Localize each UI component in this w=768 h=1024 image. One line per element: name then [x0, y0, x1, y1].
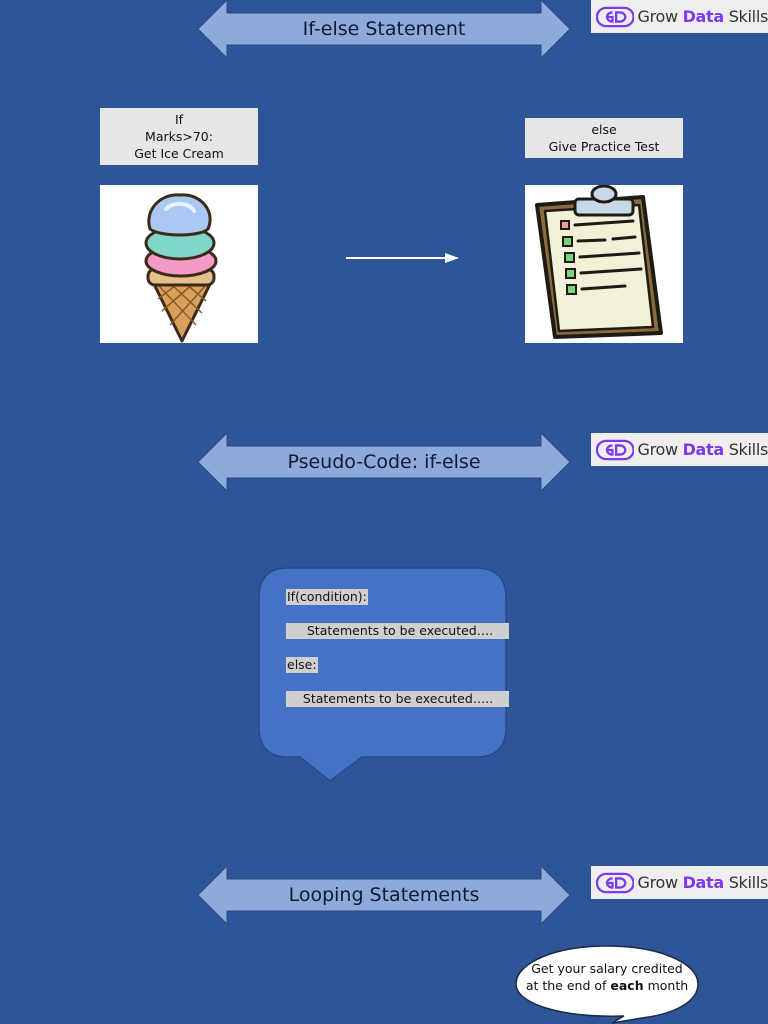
ice-cream-image: [100, 185, 258, 343]
banner-pseudo-code: Pseudo-Code: if-else: [198, 433, 570, 491]
else-line-1: else: [591, 122, 617, 137]
speech-bubble-shape: [258, 567, 507, 782]
gds-logo-icon: [596, 439, 635, 460]
double-arrow-shape: [198, 433, 570, 491]
if-line-3: Get Ice Cream: [134, 146, 224, 161]
section-title: If-else Statement: [302, 18, 466, 40]
code-line-else: else:: [286, 657, 318, 673]
salary-speech-bubble: Get your salary credited at the end of e…: [512, 944, 702, 1024]
code-line-statement-1: Statements to be executed….: [286, 623, 509, 639]
banner-looping: Looping Statements: [198, 866, 570, 924]
if-line-2: Marks>70:: [145, 129, 213, 144]
grow-data-skills-logo: Grow Data Skills: [591, 0, 768, 33]
if-line-1: If: [174, 112, 184, 127]
else-line-2: Give Practice Test: [548, 139, 660, 154]
pseudo-code-bubble: If(condition): Statements to be executed…: [258, 567, 509, 783]
code-line-if: If(condition):: [286, 589, 368, 605]
speech-bold-word: each: [610, 978, 644, 993]
double-arrow-shape: [198, 0, 570, 58]
logo-prefix: Grow: [637, 7, 678, 26]
logo-prefix: Grow: [637, 873, 678, 892]
speech-line-2a: at the end of: [525, 978, 611, 993]
logo-prefix: Grow: [637, 440, 678, 459]
else-condition-box: else Give Practice Test: [525, 118, 683, 158]
logo-accent: Data: [682, 7, 725, 26]
logo-suffix: Skills: [728, 873, 768, 892]
speech-line-2b: month: [643, 978, 689, 993]
section-title: Looping Statements: [288, 884, 480, 906]
grow-data-skills-logo: Grow Data Skills: [591, 866, 768, 899]
banner-if-else: If-else Statement: [198, 0, 570, 58]
code-line-statement-2: Statements to be executed…..: [286, 691, 509, 707]
grow-data-skills-logo: Grow Data Skills: [591, 433, 768, 466]
speech-line-1: Get your salary credited: [531, 961, 683, 976]
checklist-clipboard-icon: [535, 184, 663, 339]
practice-test-image: [525, 184, 683, 343]
logo-suffix: Skills: [728, 7, 768, 26]
logo-accent: Data: [682, 440, 725, 459]
right-arrow-icon: [346, 253, 459, 263]
double-arrow-shape: [198, 866, 570, 924]
ice-cream-icon: [144, 193, 218, 343]
gds-logo-icon: [596, 6, 635, 27]
logo-accent: Data: [682, 873, 725, 892]
speech-oval-shape: [515, 945, 699, 1024]
logo-suffix: Skills: [728, 440, 768, 459]
section-title: Pseudo-Code: if-else: [287, 451, 481, 473]
gds-logo-icon: [596, 872, 635, 893]
if-condition-box: If Marks>70: Get Ice Cream: [100, 108, 258, 165]
